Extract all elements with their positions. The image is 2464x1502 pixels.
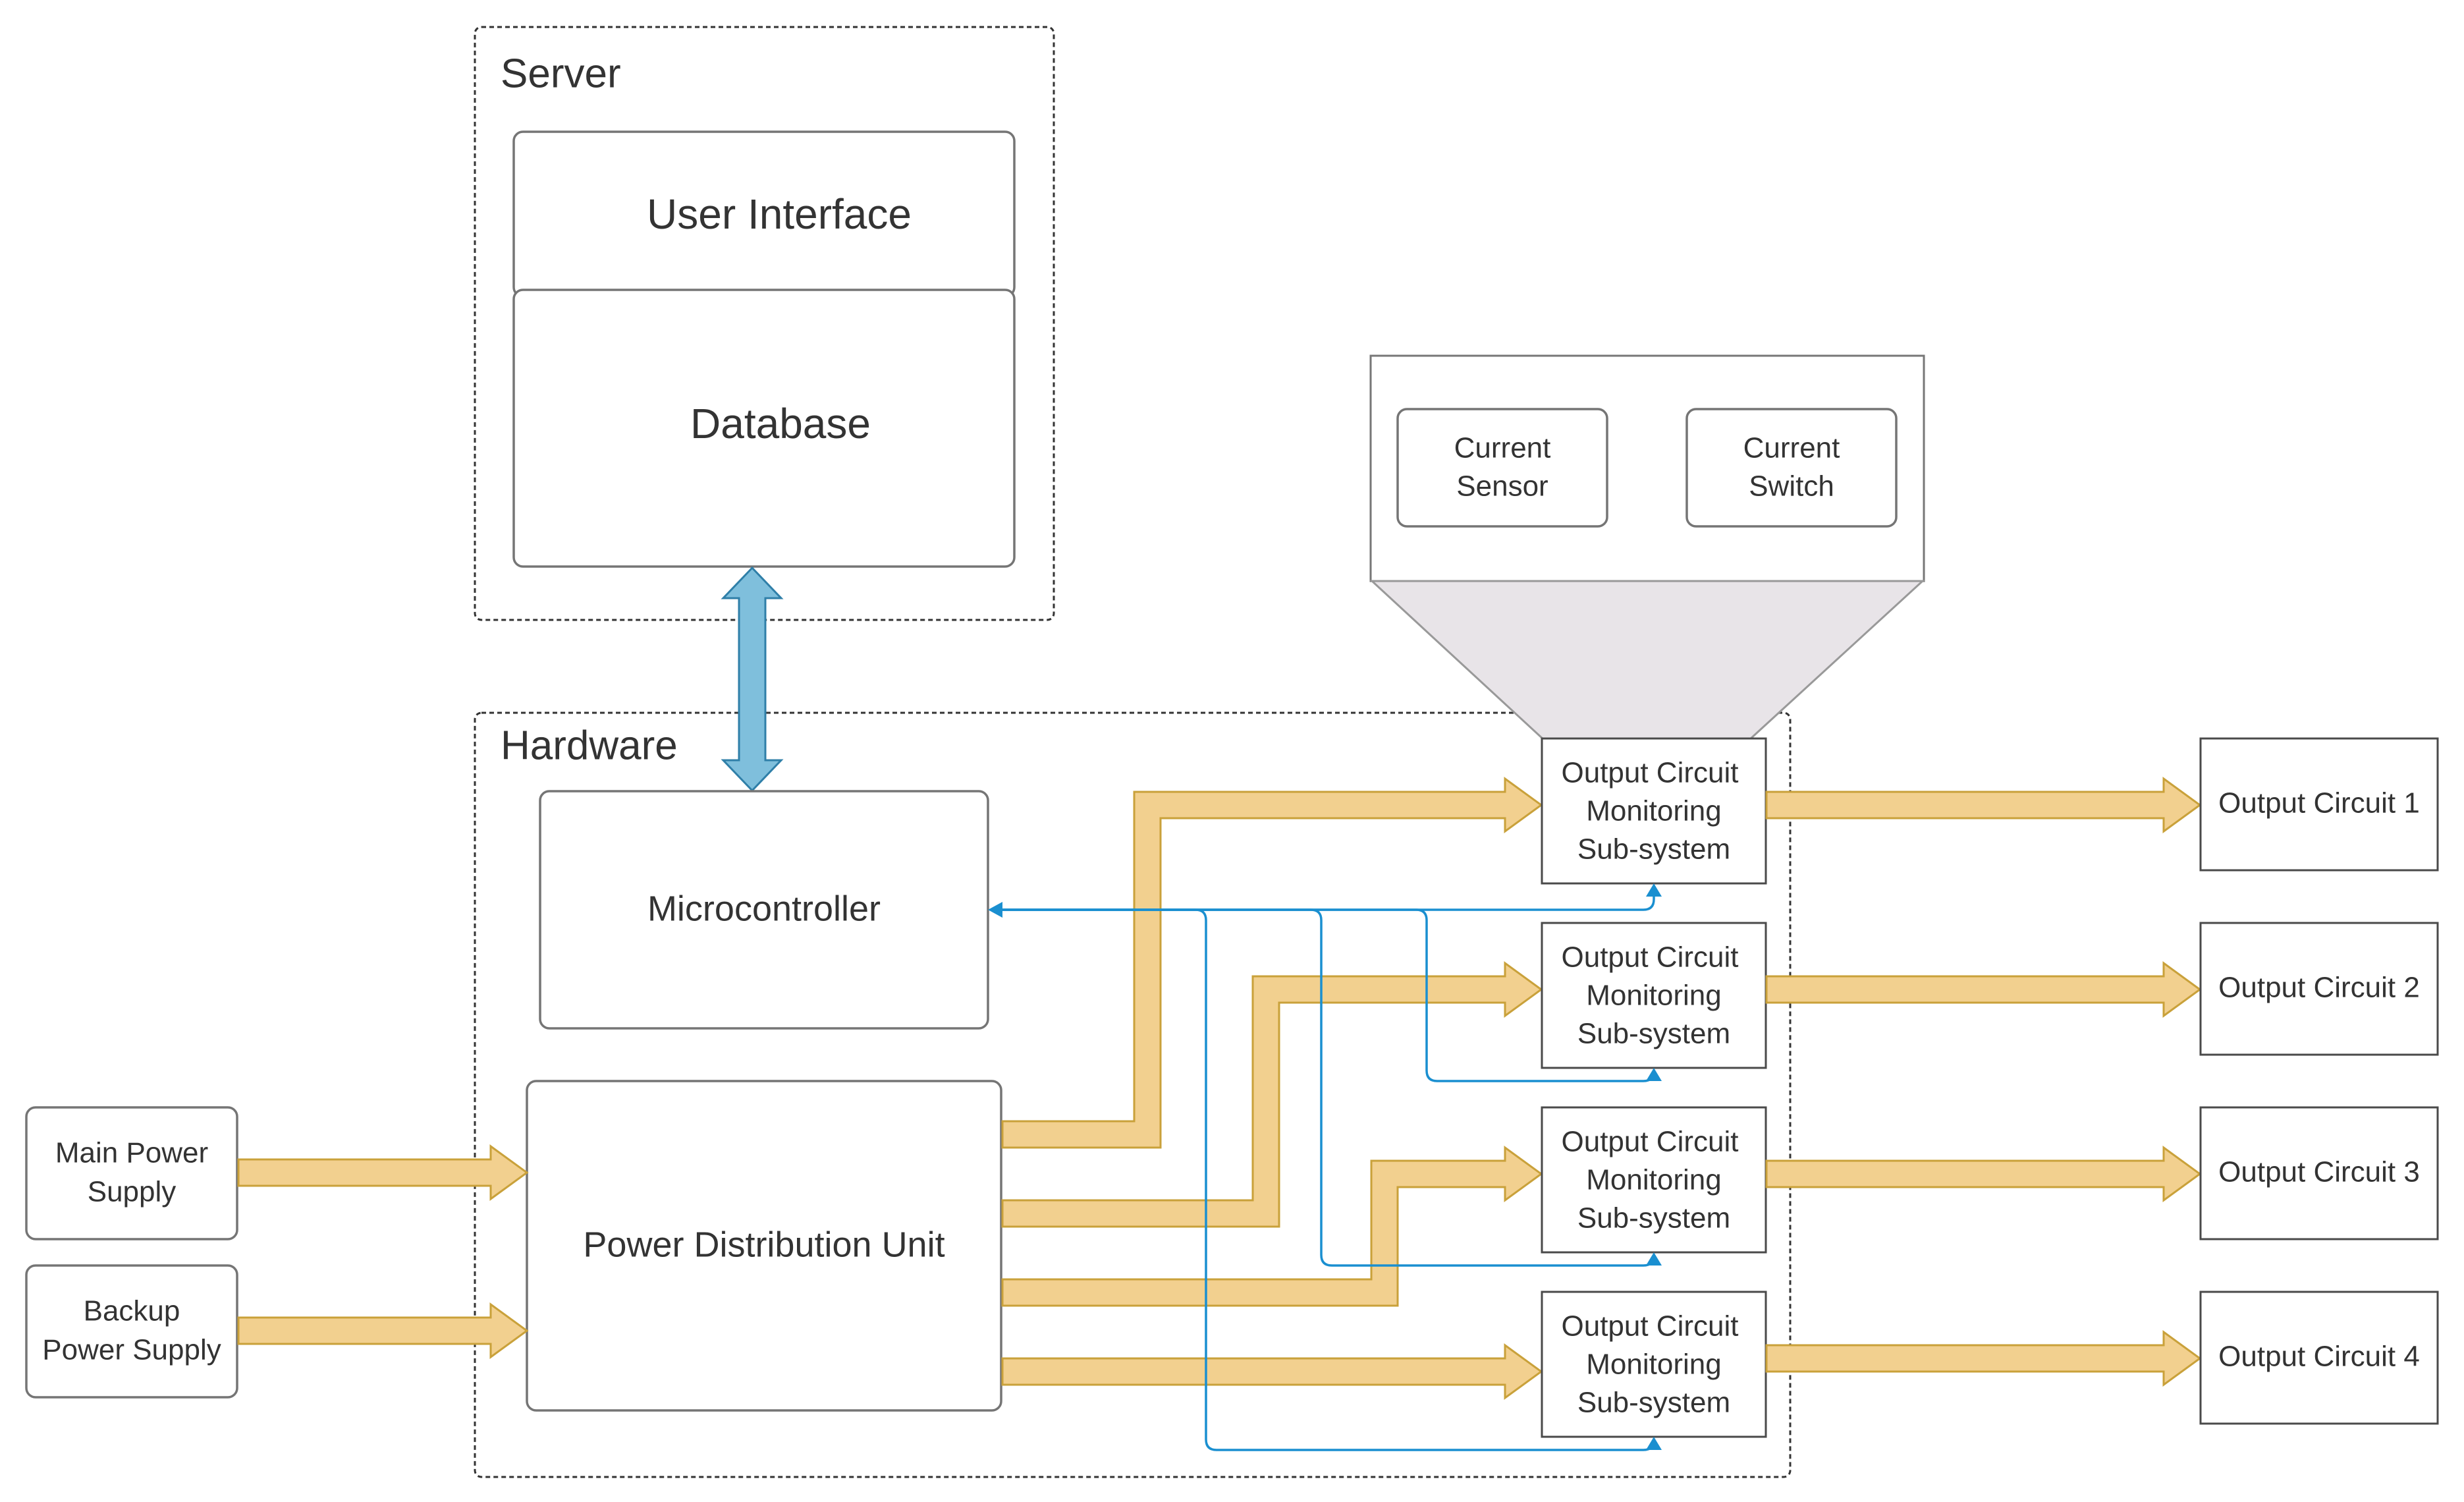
current-switch-label-line2: Switch [1749,470,1834,503]
monitor-4-line2: Monitoring [1586,1349,1721,1381]
backup-power-label-line2: Power Supply [42,1334,221,1366]
power-route-3 [1001,1146,1543,1307]
database-block [512,289,1016,568]
output-arrow-3 [1765,1146,2202,1202]
monitor-3-line3: Sub-system [1577,1202,1730,1235]
main-power-label-line1: Main Power [55,1137,208,1169]
monitor-1-line3: Sub-system [1577,833,1730,866]
hardware-group-label: Hardware [501,723,678,768]
monitor-block-3: Output Circuit Monitoring Sub-system [1541,1106,1767,1254]
monitor-1-line1: Output Circuit [1562,757,1739,789]
current-sensor-block [1396,408,1608,528]
monitor-block-4: Output Circuit Monitoring Sub-system [1541,1291,1767,1438]
output-circuit-2-label: Output Circuit 2 [2218,972,2420,1004]
monitor-1-signal-arrowhead [1646,883,1662,897]
power-route-1 [1001,777,1543,1149]
output-arrow-4 [1765,1330,2202,1387]
output-circuit-1-block [2199,737,2439,872]
output-arrow-2 [1765,961,2202,1018]
server-hardware-data-link [721,566,784,793]
output-circuit-1-label: Output Circuit 1 [2218,787,2420,820]
monitor-block-2: Output Circuit Monitoring Sub-system [1541,922,1767,1069]
current-switch-label-line1: Current [1743,432,1840,464]
output-circuit-4-label: Output Circuit 4 [2218,1341,2420,1373]
monitor-1-line2: Monitoring [1586,795,1721,827]
output-circuit-3-label: Output Circuit 3 [2218,1156,2420,1188]
monitor-2-line1: Output Circuit [1562,941,1739,974]
monitor-3-line2: Monitoring [1586,1164,1721,1196]
power-distribution-unit-block [526,1080,1002,1412]
output-arrow-1 [1765,777,2202,833]
monitor-4-signal-arrowhead [1646,1437,1662,1450]
monitor-2-line2: Monitoring [1586,980,1721,1012]
main-power-supply-block [25,1106,238,1240]
hardware-group [474,711,1792,1478]
current-sensor-label-line1: Current [1454,432,1551,464]
monitor-2-signal-arrowhead [1646,1068,1662,1081]
output-circuit-2-block [2199,922,2439,1056]
current-switch-block [1685,408,1898,528]
user-interface-label: User Interface [647,190,912,238]
monitor-block-1: Output Circuit Monitoring Sub-system [1541,737,1767,885]
backup-power-supply-block [25,1264,238,1399]
signal-line-1 [998,889,1655,911]
output-circuit-4-block [2199,1291,2439,1425]
output-circuit-3-block [2199,1106,2439,1240]
monitor-4-line1: Output Circuit [1562,1310,1739,1343]
main-power-label-line2: Supply [88,1176,177,1208]
monitor-3-signal-arrowhead [1646,1252,1662,1266]
detail-callout-zoom [1369,580,1925,740]
power-route-4 [1001,1343,1543,1400]
current-sensor-label-line2: Sensor [1456,470,1548,503]
microcontroller-label: Microcontroller [647,889,881,928]
monitor-2-line3: Sub-system [1577,1018,1730,1050]
server-group-label: Server [501,51,621,96]
power-route-2 [1001,961,1543,1228]
backup-power-arrow [237,1302,529,1359]
monitor-3-line1: Output Circuit [1562,1126,1739,1158]
database-label: Database [690,400,871,447]
backup-power-label-line1: Backup [84,1295,180,1327]
pdu-label: Power Distribution Unit [583,1225,945,1264]
main-power-arrow [237,1144,529,1201]
monitor-4-line3: Sub-system [1577,1387,1730,1419]
microcontroller-signal-arrowhead [988,902,1002,918]
